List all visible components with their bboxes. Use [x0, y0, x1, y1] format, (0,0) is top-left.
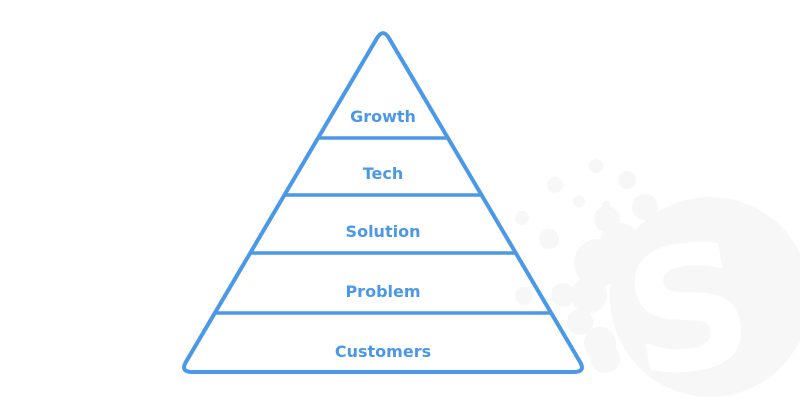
- watermark-dot: [547, 177, 563, 193]
- watermark-blob: [590, 343, 620, 373]
- pyramid: Growth Tech Solution Problem Customers: [182, 31, 584, 374]
- pyramid-outline: [182, 31, 584, 374]
- watermark-logo: S: [515, 159, 800, 400]
- pyramid-level-label-growth: Growth: [350, 107, 416, 126]
- watermark-blob: [571, 277, 607, 313]
- pyramid-level-label-solution: Solution: [346, 222, 421, 241]
- pyramid-level-label-customers: Customers: [335, 342, 431, 361]
- watermark-dot: [589, 159, 603, 173]
- watermark-dot: [539, 229, 559, 249]
- watermark-circle: [610, 197, 800, 397]
- watermark-dot: [573, 195, 585, 207]
- watermark-blob: [574, 239, 622, 287]
- watermark-blob: [632, 194, 658, 220]
- watermark-dot: [515, 211, 529, 225]
- pyramid-level-label-tech: Tech: [363, 164, 404, 183]
- pyramid-level-label-problem: Problem: [345, 282, 420, 301]
- watermark-dot: [515, 287, 533, 305]
- watermark-dot: [618, 171, 636, 189]
- watermark-dot: [551, 283, 575, 307]
- watermark-blob: [567, 309, 593, 335]
